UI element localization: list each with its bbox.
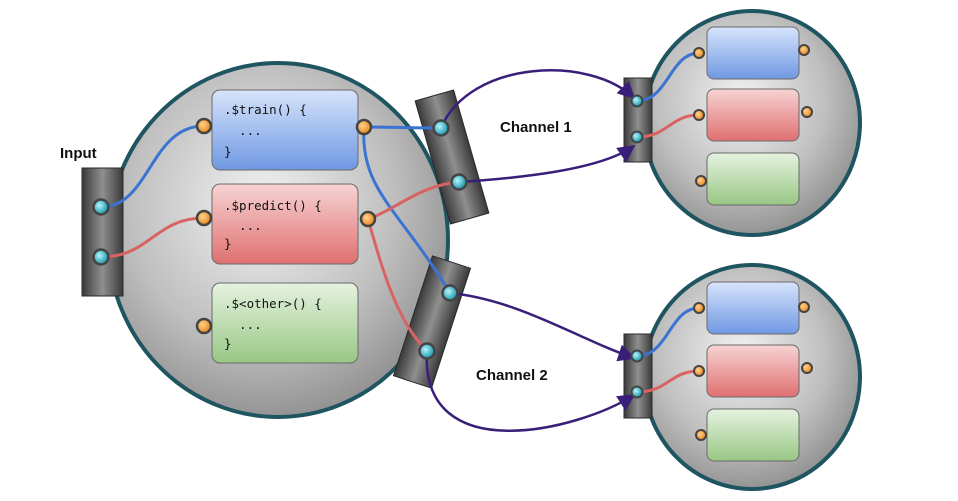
channel-1-arrow-top <box>439 69 636 129</box>
method-train-line-3: } <box>224 144 232 159</box>
channel-2-arrow-bottom <box>425 350 636 432</box>
worker-2-red-out-port <box>801 362 813 374</box>
worker-1-red-wire <box>636 113 700 139</box>
method-box-other: .$<other>() { ... } <box>211 282 359 364</box>
method-predict-line-3: } <box>224 236 232 251</box>
method-box-train: .$train() { ... } <box>211 89 359 171</box>
method-train-line-2: ... <box>224 123 262 138</box>
input-port-blue <box>92 198 110 216</box>
method-box-predict: .$predict() { ... } <box>211 183 359 265</box>
input-to-predict-wire <box>100 216 205 259</box>
worker-1-red-out-port <box>801 106 813 118</box>
method-other-line-3: } <box>224 336 232 351</box>
method-train-line-1: .$train() { <box>224 102 307 117</box>
predict-to-channel-2-wire <box>366 218 429 353</box>
worker-2-green-in-port <box>695 429 707 441</box>
train-out-port <box>355 118 373 136</box>
worker-2-blue-out-port <box>798 301 810 313</box>
worker-2-port-top <box>630 349 644 363</box>
worker-1-port-top <box>630 94 644 108</box>
worker-1-blue-in-port <box>693 47 705 59</box>
input-port-red <box>92 248 110 266</box>
worker-2-green-box <box>706 408 800 462</box>
worker-2-red-wire <box>636 369 700 394</box>
method-other-line-1: .$<other>() { <box>224 296 322 311</box>
worker-2-red-in-port <box>693 365 705 377</box>
input-to-train-wire <box>100 124 205 209</box>
worker-1-port-bottom <box>630 130 644 144</box>
train-in-port <box>195 117 213 135</box>
channel-2-arrow-top <box>449 291 636 362</box>
channel-1-port-bottom <box>450 173 468 191</box>
channel-1-port-top <box>432 119 450 137</box>
channel-2-port-bottom <box>418 342 436 360</box>
predict-out-port <box>359 210 377 228</box>
worker-2-port-bottom <box>630 385 644 399</box>
other-in-port <box>195 317 213 335</box>
method-predict-line-2: ... <box>224 218 262 233</box>
channel-1-label: Channel 1 <box>500 119 572 136</box>
channel-2-port-top <box>441 284 459 302</box>
worker-2-red-box <box>706 344 800 398</box>
worker-1-blue-wire <box>636 51 700 103</box>
worker-1-blue-out-port <box>798 44 810 56</box>
train-to-channel-2-wire <box>362 126 452 294</box>
predict-in-port <box>195 209 213 227</box>
worker-1-blue-box <box>706 26 800 80</box>
channel-2-label: Channel 2 <box>476 367 548 384</box>
worker-2-blue-in-port <box>693 302 705 314</box>
worker-2-input-bar <box>623 333 653 419</box>
predict-to-channel-1-wire <box>367 180 460 221</box>
worker-2-blue-wire <box>636 306 700 358</box>
input-bar <box>81 167 124 297</box>
worker-1-red-in-port <box>693 109 705 121</box>
method-predict-line-1: .$predict() { <box>224 198 322 213</box>
train-to-channel-1-wire <box>363 125 442 130</box>
channel-1-arrow-bottom <box>458 144 636 184</box>
worker-1-red-box <box>706 88 800 142</box>
worker-1-green-in-port <box>695 175 707 187</box>
worker-1-green-box <box>706 152 800 206</box>
input-label: Input <box>60 145 97 162</box>
worker-2-blue-box <box>706 281 800 335</box>
method-other-line-2: ... <box>224 317 262 332</box>
